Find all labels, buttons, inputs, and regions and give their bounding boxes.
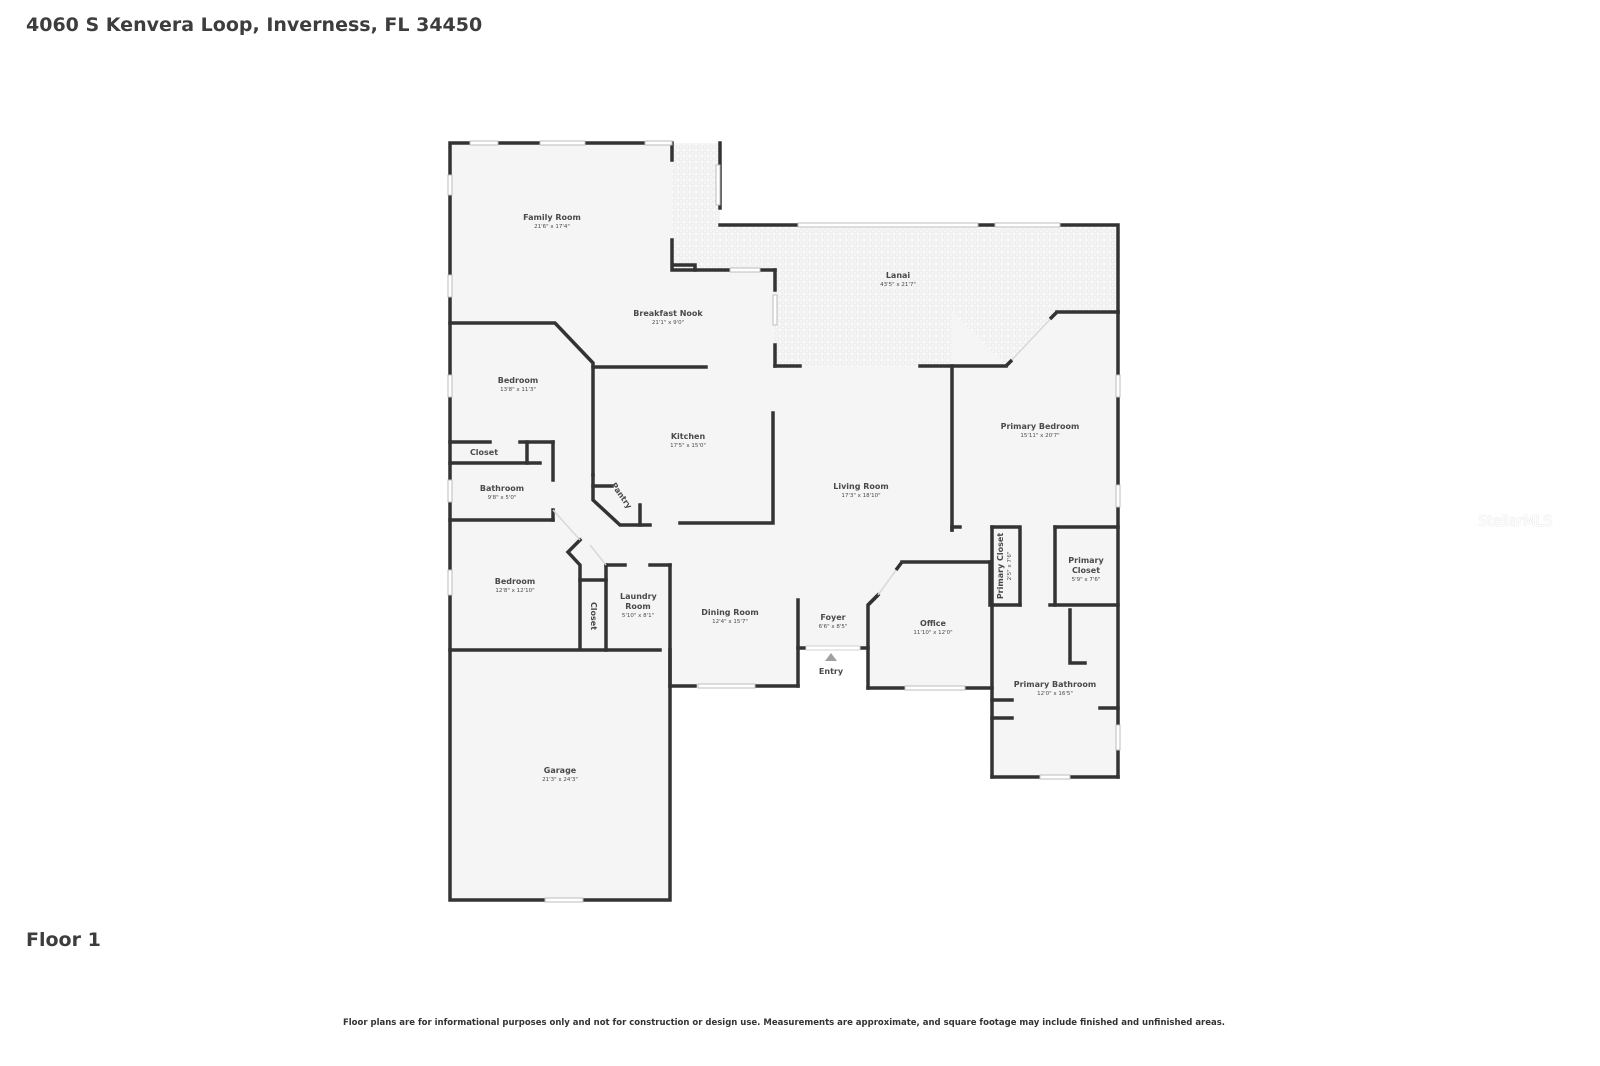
room-garage: Garage 21'3" x 24'3" xyxy=(542,766,578,783)
entry-arrow-icon xyxy=(825,653,837,661)
room-laundry-room: Laundry Room 5'10" x 8'1" xyxy=(620,592,657,619)
room-closet-2: Closet xyxy=(589,601,598,631)
room-lanai: Lanai 43'5" x 21'7" xyxy=(880,271,916,288)
room-primary-closet: Primary Closet 5'9" x 7'6" xyxy=(1068,556,1104,583)
entry-threshold xyxy=(805,645,861,651)
room-dining-room: Dining Room 12'4" x 15'7" xyxy=(701,608,759,625)
house-floor xyxy=(450,143,1118,900)
room-bathroom: Bathroom 9'8" x 5'0" xyxy=(479,484,525,501)
room-office: Office 11'10" x 12'0" xyxy=(913,619,953,636)
room-entry: Entry xyxy=(818,667,844,676)
room-family-room: Family Room 21'6" x 17'4" xyxy=(523,213,581,230)
room-bedroom-1: Bedroom 13'8" x 11'3" xyxy=(497,376,539,393)
room-primary-bathroom: Primary Bathroom 12'0" x 16'5" xyxy=(1013,680,1097,697)
room-foyer: Foyer 6'6" x 8'5" xyxy=(818,613,848,630)
room-living-room: Living Room 17'3" x 18'10" xyxy=(833,482,889,499)
disclaimer-text: Floor plans are for informational purpos… xyxy=(342,1018,1226,1028)
room-bedroom-2: Bedroom 12'8" x 12'10" xyxy=(494,577,536,594)
windows xyxy=(447,140,1121,903)
floor-fills xyxy=(450,143,1118,900)
room-closet-1: Closet xyxy=(469,448,499,457)
room-primary-closet-small: Primary Closet 2'5" x 7'6" xyxy=(996,532,1013,600)
watermark-logo: StellarMLS xyxy=(1478,512,1553,530)
room-breakfast-nook: Breakfast Nook 21'1" x 9'0" xyxy=(633,309,703,326)
room-kitchen: Kitchen 17'5" x 15'0" xyxy=(670,432,706,449)
diagonal-openings xyxy=(552,311,1058,596)
lanai-floor xyxy=(672,143,1118,366)
room-primary-bedroom: Primary Bedroom 15'11" x 20'7" xyxy=(1000,422,1080,439)
property-address: 4060 S Kenvera Loop, Inverness, FL 34450 xyxy=(26,14,483,36)
floor-label: Floor 1 xyxy=(26,929,101,951)
